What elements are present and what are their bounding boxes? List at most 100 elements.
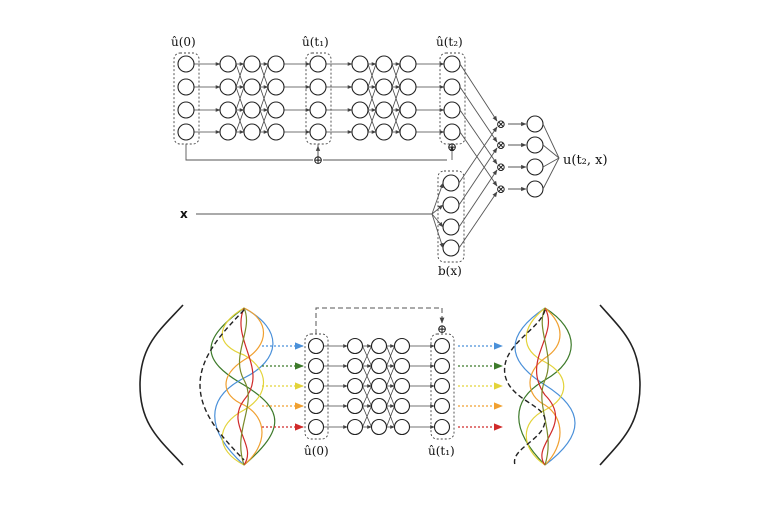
bx-to-product-edge bbox=[458, 191, 498, 249]
output-neuron bbox=[526, 115, 544, 133]
bottom-neuron bbox=[307, 377, 325, 395]
bottom-neuron bbox=[307, 418, 325, 436]
output-neuron bbox=[526, 158, 544, 176]
ut2-group-box bbox=[439, 52, 466, 145]
label-ut2: û(t₂) bbox=[436, 35, 463, 49]
bottom-neuron bbox=[433, 397, 451, 415]
bx-to-product-edge bbox=[458, 169, 498, 228]
top-neuron bbox=[243, 101, 261, 119]
top-edge bbox=[235, 63, 245, 88]
bottom-neuron bbox=[346, 357, 364, 375]
bottom-neuron bbox=[433, 377, 451, 395]
top-edge bbox=[391, 109, 401, 133]
top-network-edges bbox=[194, 62, 445, 134]
label-x-input: x bbox=[180, 207, 188, 221]
bottom-network-edges bbox=[323, 344, 435, 429]
top-neuron bbox=[309, 55, 327, 73]
bx-to-product-edge bbox=[458, 147, 498, 206]
combine-layer: ⊗ ⊗ ⊗ ⊗ bbox=[458, 63, 560, 249]
bottom-neuron bbox=[307, 337, 325, 355]
bottom-neuron bbox=[393, 357, 411, 375]
bottom-neuron bbox=[393, 418, 411, 436]
ut2-to-product-edge bbox=[459, 131, 498, 187]
top-neuron bbox=[443, 78, 461, 96]
bottom-neuron bbox=[370, 418, 388, 436]
bottom-edge bbox=[386, 405, 395, 428]
top-neuron bbox=[375, 78, 393, 96]
ut1-group-box bbox=[305, 52, 332, 145]
top-neuron bbox=[309, 123, 327, 141]
top-neuron bbox=[399, 123, 417, 141]
output-merge-edge bbox=[542, 144, 560, 159]
top-network-diagram: ⊕ ⊕ ⊗⊗⊗⊗ û(0) û(t₁) û(t₂) x b(x) u(t₂, x… bbox=[171, 35, 608, 278]
bottom-neuron bbox=[393, 337, 411, 355]
bottom-neuron bbox=[307, 397, 325, 415]
label-output: u(t₂, x) bbox=[563, 153, 608, 168]
bottom-neuron bbox=[346, 377, 364, 395]
bottom-edge bbox=[362, 345, 372, 367]
label-ut1: û(t₁) bbox=[302, 35, 329, 49]
top-neuron bbox=[399, 55, 417, 73]
top-edge bbox=[367, 109, 377, 133]
bottom-skip-connection bbox=[315, 307, 443, 334]
bx-neuron bbox=[442, 174, 460, 192]
top-neuron bbox=[177, 78, 195, 96]
ut2-to-product-edge bbox=[459, 109, 498, 165]
top-edge bbox=[259, 63, 269, 88]
ut2-to-product-edge bbox=[459, 86, 498, 143]
top-neuron bbox=[309, 78, 327, 96]
bottom-neuron bbox=[370, 377, 388, 395]
bottom-edge bbox=[386, 365, 395, 387]
x-fan-edge bbox=[431, 213, 444, 249]
top-neuron bbox=[243, 123, 261, 141]
times-operator: ⊗ bbox=[496, 182, 506, 196]
top-edge bbox=[391, 86, 401, 111]
top-neuron bbox=[219, 55, 237, 73]
bottom-neuron bbox=[346, 418, 364, 436]
x-fan-edges bbox=[431, 182, 444, 249]
top-neuron bbox=[267, 123, 285, 141]
output-merge-edge bbox=[542, 157, 560, 168]
bottom-ut1-group-box bbox=[430, 333, 455, 440]
bottom-edge bbox=[362, 405, 372, 428]
top-neuron bbox=[267, 55, 285, 73]
bottom-edge bbox=[386, 385, 395, 407]
top-neuron bbox=[309, 101, 327, 119]
top-neuron bbox=[177, 55, 195, 73]
top-edge bbox=[235, 109, 245, 133]
output-neuron bbox=[526, 180, 544, 198]
top-neuron bbox=[219, 123, 237, 141]
times-operator: ⊗ bbox=[496, 138, 506, 152]
top-neuron bbox=[443, 101, 461, 119]
bottom-plus-operator: ⊕ bbox=[437, 322, 447, 336]
top-neuron bbox=[351, 123, 369, 141]
top-neuron bbox=[375, 123, 393, 141]
label-u0: û(0) bbox=[171, 35, 196, 49]
bx-neuron bbox=[442, 218, 460, 236]
bx-to-product-edge bbox=[458, 126, 498, 184]
top-edge bbox=[259, 86, 269, 111]
bottom-neuron bbox=[370, 357, 388, 375]
bottom-edge bbox=[386, 345, 395, 367]
output-merge-edge bbox=[542, 157, 560, 190]
ut2-to-product-edge bbox=[459, 63, 498, 122]
top-edge bbox=[367, 86, 377, 111]
bottom-neuron bbox=[393, 377, 411, 395]
top-edge bbox=[259, 109, 269, 133]
right-basis-bundle bbox=[504, 307, 576, 466]
top-edge bbox=[235, 86, 245, 111]
left-basis-bundle bbox=[199, 307, 276, 466]
bottom-label-u0: û(0) bbox=[304, 444, 329, 458]
top-neuron bbox=[443, 55, 461, 73]
bottom-neuron bbox=[346, 397, 364, 415]
top-neuron bbox=[219, 101, 237, 119]
top-neuron bbox=[177, 101, 195, 119]
top-network-nodes bbox=[177, 55, 461, 257]
bottom-neuron bbox=[433, 357, 451, 375]
times-operator: ⊗ bbox=[496, 160, 506, 174]
u0-group-box bbox=[173, 52, 200, 145]
top-neuron bbox=[243, 78, 261, 96]
top-neuron bbox=[375, 55, 393, 73]
times-operator: ⊗ bbox=[496, 117, 506, 131]
